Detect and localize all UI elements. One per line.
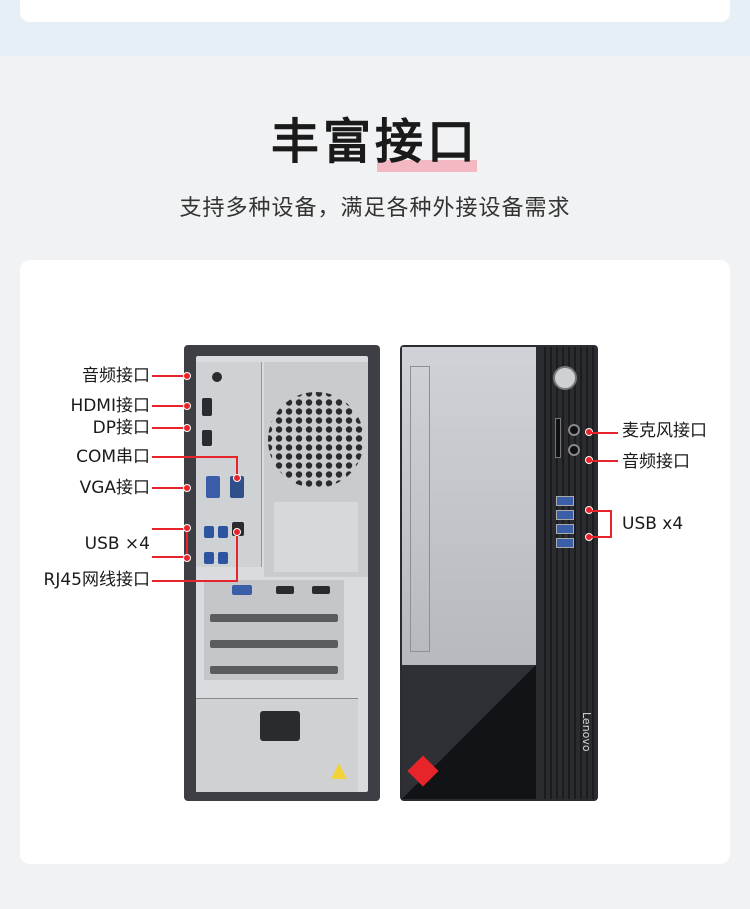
label-mic: 麦克风接口: [622, 421, 707, 441]
leader-audio-back: [152, 375, 186, 377]
label-com: COM串口: [76, 447, 150, 467]
title-underline: [377, 160, 477, 172]
slot-cover-3: [210, 666, 338, 674]
fan-vent: [264, 362, 368, 577]
label-usb-front: USB x4: [622, 514, 684, 534]
vga-port: [206, 476, 220, 498]
gpu-vga-port: [232, 585, 252, 595]
usb-port-4: [218, 552, 228, 564]
gpu-hdmi-port: [276, 586, 294, 594]
brand-logo: Lenovo: [580, 712, 593, 752]
com-port: [230, 476, 244, 498]
top-card: [20, 0, 730, 22]
leader-rj45-v: [236, 532, 238, 582]
title-wrap: 丰富接口: [0, 112, 750, 172]
dot-audio-back: [183, 372, 191, 380]
front-usb-2: [556, 510, 574, 520]
dot-usb-back-1: [183, 524, 191, 532]
leader-rj45-h: [152, 580, 238, 582]
gpu-dp-port: [312, 586, 330, 594]
bracket-usb-back: [152, 528, 188, 558]
front-audio-jack: [568, 444, 580, 456]
leader-vga: [152, 487, 186, 489]
psu: [196, 698, 358, 792]
front-mic-jack: [568, 424, 580, 436]
warning-icon: [331, 763, 347, 779]
front-fins: [540, 347, 596, 799]
label-audio-front: 音频接口: [622, 452, 690, 472]
dp-port: [202, 430, 212, 446]
label-dp: DP接口: [92, 418, 150, 438]
page-title: 丰富接口: [270, 114, 479, 170]
drive-bay: [410, 366, 430, 652]
front-panel: [402, 347, 536, 665]
label-hdmi: HDMI接口: [70, 396, 150, 416]
bracket-usb-front: [590, 510, 612, 538]
power-button: [553, 366, 577, 390]
usb-port-3: [204, 552, 214, 564]
dot-usb-back-2: [183, 554, 191, 562]
leader-dp: [152, 427, 186, 429]
leader-audio-front: [590, 460, 618, 462]
leader-com-v: [236, 456, 238, 478]
vent-pattern: [268, 392, 364, 572]
slot-cover-2: [210, 640, 338, 648]
label-vga: VGA接口: [79, 478, 150, 498]
front-usb-1: [556, 496, 574, 506]
page-subtitle: 支持多种设备，满足各种外接设备需求: [179, 196, 571, 221]
dot-vga: [183, 484, 191, 492]
hdmi-port: [202, 398, 212, 416]
label-audio-back: 音频接口: [82, 366, 150, 386]
audio-port: [212, 372, 222, 382]
slot-cover-1: [210, 614, 338, 622]
dot-dp: [183, 424, 191, 432]
dot-com: [233, 474, 241, 482]
expansion-slots: [204, 580, 344, 680]
usb-port-1: [204, 526, 214, 538]
leader-mic: [590, 432, 618, 434]
card-reader-slot: [555, 418, 561, 458]
label-usb-back: USB ×4: [84, 534, 150, 554]
front-usb-3: [556, 524, 574, 534]
front-usb-4: [556, 538, 574, 548]
dot-rj45: [233, 528, 241, 536]
dot-hdmi: [183, 402, 191, 410]
leader-com-h: [152, 456, 238, 458]
usb-port-2: [218, 526, 228, 538]
leader-hdmi: [152, 405, 186, 407]
label-rj45: RJ45网线接口: [43, 570, 150, 590]
power-socket: [260, 711, 300, 741]
